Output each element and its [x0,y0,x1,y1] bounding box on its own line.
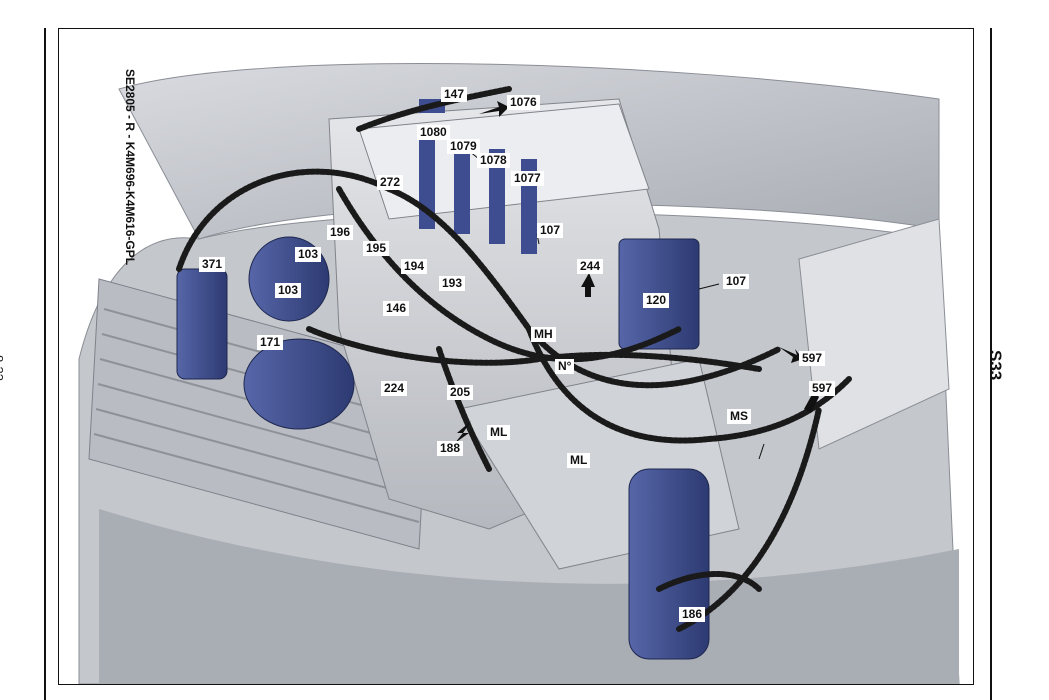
diagram-frame: SE2805 - R - K4M696-K4M616-GPL 147 1076 … [58,28,974,685]
arrow-597a [779,347,803,363]
left-margin-rule [44,28,46,700]
callout-ML-right: ML [567,453,591,468]
callout-188: 188 [437,441,464,456]
ignition-coil-2 [454,139,470,234]
lower-bumper [99,509,959,684]
callout-272: 272 [377,175,404,190]
callout-107-right: 107 [723,274,750,289]
arrow-244 [581,273,595,297]
callout-195: 195 [363,241,390,256]
arrow-188 [455,421,471,443]
callout-ML-left: ML [487,425,511,440]
callout-MH: MH [531,327,556,342]
callout-1078: 1078 [477,153,510,168]
callout-1079: 1079 [447,139,480,154]
right-margin-rule [990,28,992,700]
callout-1077: 1077 [511,171,544,186]
callout-103-lower: 103 [275,283,302,298]
callout-120: 120 [643,293,670,308]
callout-1076: 1076 [507,95,540,110]
section-code: S33 [986,350,1005,381]
callout-N: N° [555,359,575,374]
callout-371: 371 [199,257,226,272]
callout-597-upper: 597 [799,351,826,366]
starter-186 [628,468,710,660]
callout-244: 244 [577,259,604,274]
callout-194: 194 [401,259,428,274]
component-371 [176,268,228,380]
direction-arrows [455,101,819,443]
callout-186: 186 [679,607,706,622]
arrow-597b [804,391,819,413]
callout-171: 171 [257,335,284,350]
callout-147: 147 [441,87,468,102]
callout-146: 146 [383,301,410,316]
callout-224: 224 [381,381,408,396]
callout-MS: MS [727,409,751,424]
callout-193: 193 [439,276,466,291]
page-number: 8-33 [0,355,6,382]
document-reference: SE2805 - R - K4M696-K4M616-GPL [123,69,137,266]
callout-205: 205 [447,385,474,400]
arrow-1076 [479,101,509,117]
ignition-coil-3 [489,149,505,244]
callout-103-upper: 103 [295,247,322,262]
callout-1080: 1080 [417,125,450,140]
callout-196: 196 [327,225,354,240]
alternator-171 [243,338,355,430]
callout-107-upper: 107 [537,223,564,238]
engine-bay-illustration [78,63,960,684]
callout-597-lower: 597 [809,381,836,396]
